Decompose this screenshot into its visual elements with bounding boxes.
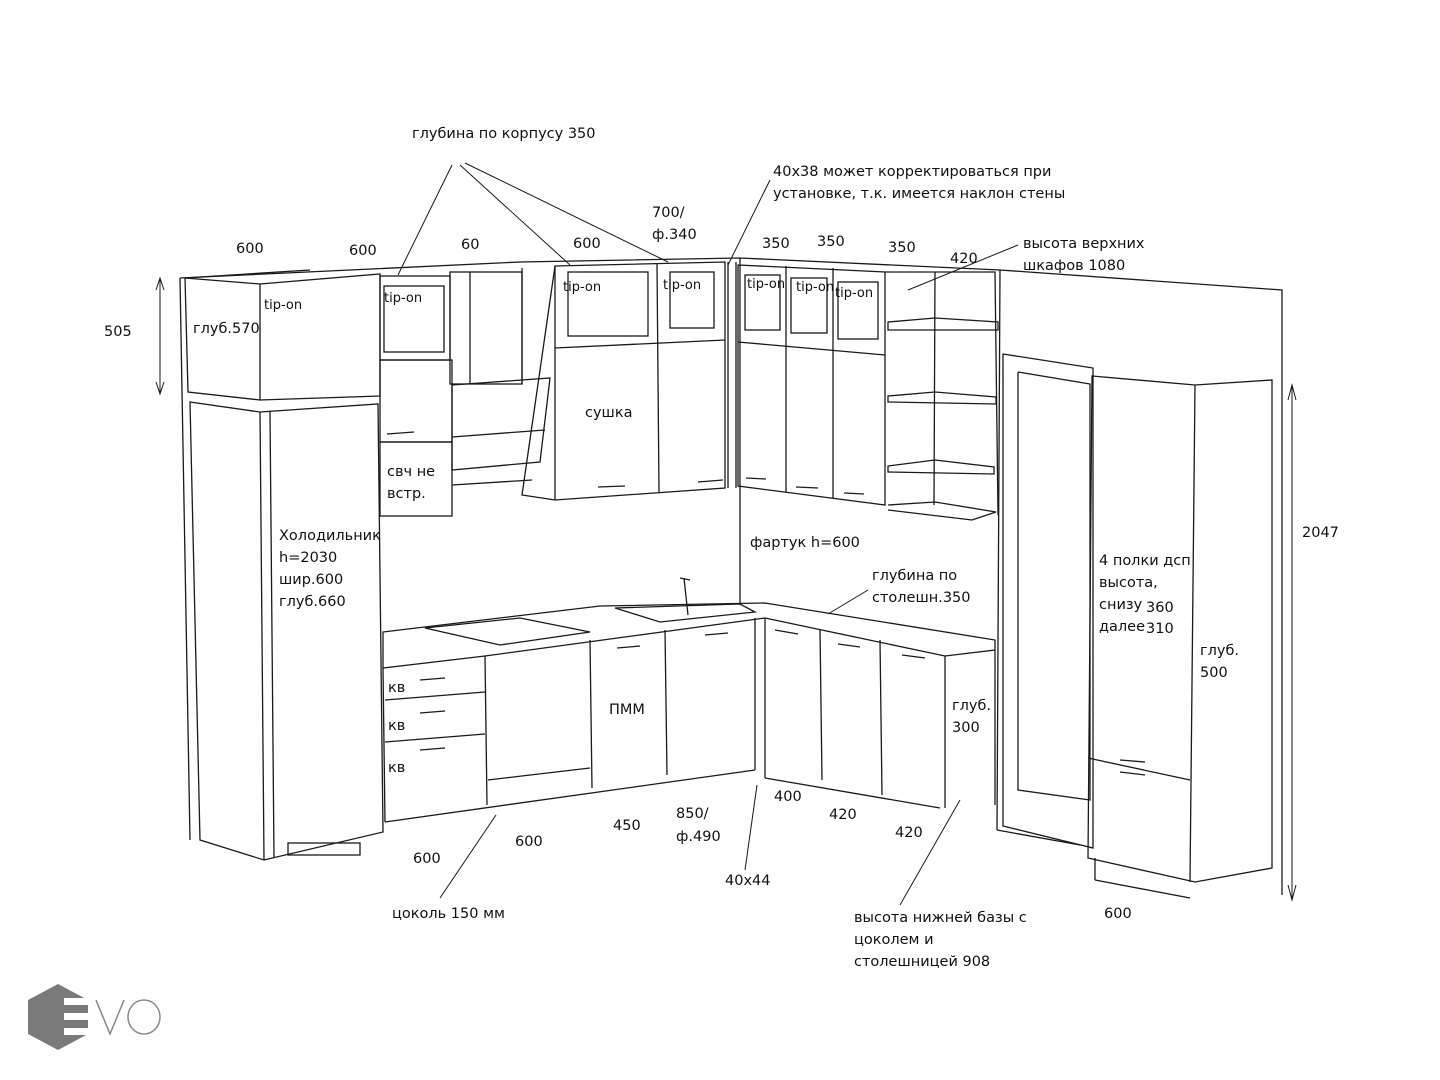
dimension-lines xyxy=(155,162,1297,906)
base-width: 400 xyxy=(774,789,802,805)
corner-base-dim-2: ф.490 xyxy=(676,829,721,845)
dryer-label: сушка xyxy=(585,405,633,421)
backsplash-label: фартук h=600 xyxy=(750,535,860,551)
tall-shelves-3: снизу xyxy=(1099,597,1143,613)
tall-cabinet xyxy=(1002,353,1273,899)
base-width: 600 xyxy=(515,834,543,850)
upper-height-note-2: шкафов 1080 xyxy=(1023,258,1126,274)
fridge-cabinet xyxy=(189,401,384,861)
drawer-label: кв xyxy=(388,718,406,734)
upper-width: 420 xyxy=(950,251,978,267)
base-cabinets xyxy=(382,577,996,823)
base-width: 420 xyxy=(829,807,857,823)
fridge-label-4: глуб.660 xyxy=(279,594,346,610)
adjust-note-1: 40х38 может корректироваться при xyxy=(773,164,1052,180)
countertop-depth-2: столешн.350 xyxy=(872,590,971,606)
mezzanine-depth: глуб.570 xyxy=(193,321,260,337)
tall-shelves-v1: 360 xyxy=(1146,600,1174,616)
upper-height-dim: 505 xyxy=(104,324,132,340)
upper-width: 350 xyxy=(762,236,790,252)
fridge-label-3: шир.600 xyxy=(279,572,344,588)
corner-base-dim-1: 850/ xyxy=(676,806,709,822)
upper-width: 60 xyxy=(461,237,480,253)
tip-on-label: tip-on xyxy=(384,291,423,306)
base-height-note-1: высота нижней базы с xyxy=(854,910,1027,926)
base-height-note-2: цоколем и xyxy=(854,932,934,948)
upper-width: 350 xyxy=(888,240,916,256)
tip-on-label: tip-on xyxy=(264,298,303,313)
base-depth-2: 300 xyxy=(952,720,980,736)
upper-width: 600 xyxy=(573,236,601,252)
fridge-label-2: h=2030 xyxy=(279,550,338,566)
drawer-label: кв xyxy=(388,680,406,696)
body-depth-note: глубина по корпусу 350 xyxy=(412,126,596,142)
upper-cabinets-right xyxy=(737,264,999,521)
base-height-note-3: столешницей 908 xyxy=(854,954,991,970)
upper-height-note-1: высота верхних xyxy=(1023,236,1145,252)
upper-cabinets-left xyxy=(379,268,551,517)
upper-width: 600 xyxy=(349,243,377,259)
microwave-label-1: свч не xyxy=(387,464,436,480)
tall-shelves-v2: 310 xyxy=(1146,621,1174,637)
tall-depth-1: глуб. xyxy=(1200,643,1240,659)
tall-width-dim: 600 xyxy=(1104,906,1132,922)
corner-upper-dim-2: ф.340 xyxy=(652,227,697,243)
tall-depth-2: 500 xyxy=(1200,665,1228,681)
adjust-note-2: установке, т.к. имеется наклон стены xyxy=(773,186,1066,202)
tip-on-label: tip-on xyxy=(663,278,702,293)
plinth-label: цоколь 150 мм xyxy=(392,906,505,922)
upper-cabinets-middle xyxy=(521,261,737,501)
base-width: 420 xyxy=(895,825,923,841)
base-width: 450 xyxy=(613,818,641,834)
tall-shelves-4: далее xyxy=(1099,619,1146,635)
tip-on-label: tip-on xyxy=(747,277,786,292)
dishwasher-label: ПММ xyxy=(609,702,645,718)
wall-outlines xyxy=(179,257,1283,895)
tip-on-label: tip-on xyxy=(563,280,602,295)
base-depth-1: глуб. xyxy=(952,698,992,714)
tall-height-dim: 2047 xyxy=(1302,525,1339,541)
microwave-label-2: встр. xyxy=(387,486,426,502)
tip-on-label: tip-on xyxy=(835,286,874,301)
evo-logo xyxy=(28,984,161,1050)
upper-width: 600 xyxy=(236,241,264,257)
tall-shelves-2: высота, xyxy=(1099,575,1158,591)
upper-width: 350 xyxy=(817,234,845,250)
corner-upper-dim-1: 700/ xyxy=(652,205,685,221)
tip-on-label: tip-on xyxy=(796,280,835,295)
drawer-label: кв xyxy=(388,760,406,776)
fridge-label-1: Холодильник xyxy=(279,528,381,544)
countertop-depth-1: глубина по xyxy=(872,568,958,584)
tall-shelves-1: 4 полки дсп xyxy=(1099,553,1191,569)
profile-dim: 40х44 xyxy=(725,873,771,889)
base-width: 600 xyxy=(413,851,441,867)
